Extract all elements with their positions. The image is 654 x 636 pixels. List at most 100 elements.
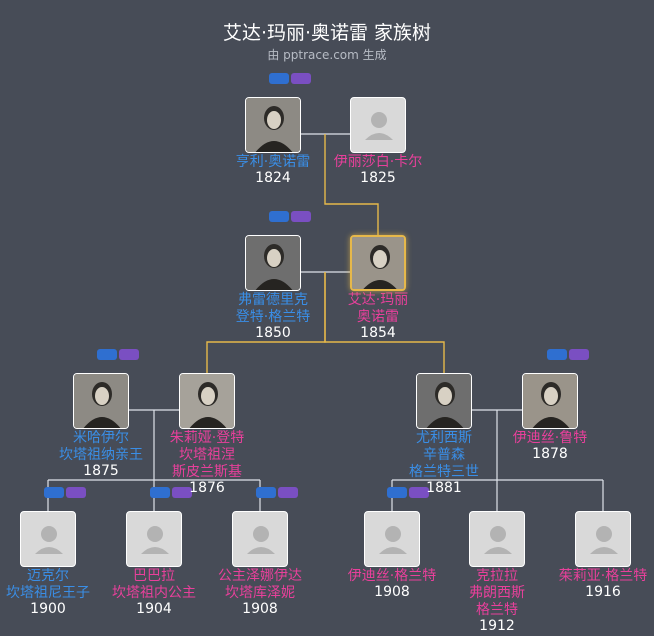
person-photo[interactable]	[245, 97, 301, 153]
person-placeholder-icon	[141, 526, 169, 554]
person-placeholder-icon	[365, 112, 393, 140]
portrait-photo-icon	[180, 374, 234, 428]
person-placeholder-icon	[379, 526, 407, 554]
person-photo[interactable]	[73, 373, 129, 429]
person-birth-year: 1875	[83, 463, 119, 479]
page-subtitle: 由 pptrace.com 生成	[267, 48, 387, 62]
person-birth-year: 1854	[360, 325, 396, 341]
person-name-line: 伊迪丝·鲁特	[512, 430, 588, 446]
person-name-line: 坎塔祖纳亲王	[59, 447, 143, 463]
portrait-photo-icon	[417, 374, 471, 428]
person-name-line: 坎塔祖涅	[179, 447, 235, 463]
person-birth-year: 1912	[479, 618, 515, 634]
expand-ancestors-toggle[interactable]	[256, 487, 276, 498]
person-photo[interactable]	[350, 235, 406, 291]
descent-line	[324, 272, 445, 373]
expand-ancestors-toggle[interactable]	[97, 349, 117, 360]
expand-spouse-toggle[interactable]	[291, 73, 311, 84]
person-birth-year: 1824	[255, 170, 291, 186]
expand-spouse-toggle[interactable]	[119, 349, 139, 360]
person-name-line: 弗雷德里克	[238, 292, 308, 308]
expand-ancestors-toggle[interactable]	[269, 73, 289, 84]
person-name-line: 辛普森	[423, 447, 465, 463]
person-birth-year: 1900	[30, 601, 66, 617]
person-name-line: 格兰特	[476, 602, 518, 618]
person-photo[interactable]	[245, 235, 301, 291]
person-name-line: 亨利·奥诺雷	[235, 154, 311, 170]
portrait-photo-icon	[74, 374, 128, 428]
descent-line	[324, 134, 379, 235]
person-name-line: 坎塔祖内公主	[112, 585, 196, 601]
expand-ancestors-toggle[interactable]	[387, 487, 407, 498]
person-birth-year: 1825	[360, 170, 396, 186]
person-name-line: 登特·格兰特	[235, 309, 311, 325]
person-photo[interactable]	[364, 511, 420, 567]
person-birth-year: 1878	[532, 446, 568, 462]
portrait-photo-icon	[246, 98, 300, 152]
person-placeholder-icon	[590, 526, 618, 554]
person-photo[interactable]	[575, 511, 631, 567]
person-birth-year: 1908	[374, 584, 410, 600]
person-photo[interactable]	[350, 97, 406, 153]
person-name-line: 奥诺雷	[357, 309, 399, 325]
person-photo[interactable]	[20, 511, 76, 567]
person-placeholder-icon	[247, 526, 275, 554]
person-birth-year: 1908	[242, 601, 278, 617]
person-birth-year: 1916	[585, 584, 621, 600]
person-birth-year: 1876	[189, 480, 225, 496]
person-name-line: 迈克尔	[27, 568, 69, 584]
person-name-line: 斯皮兰斯基	[172, 464, 242, 480]
expand-ancestors-toggle[interactable]	[150, 487, 170, 498]
person-name-line: 朱莉娅·登特	[169, 430, 245, 446]
person-photo[interactable]	[126, 511, 182, 567]
person-name-line: 弗朗西斯	[469, 585, 525, 601]
person-name-line: 格兰特三世	[409, 464, 479, 480]
expand-ancestors-toggle[interactable]	[44, 487, 64, 498]
person-photo[interactable]	[522, 373, 578, 429]
expand-spouse-toggle[interactable]	[172, 487, 192, 498]
person-photo[interactable]	[232, 511, 288, 567]
person-name-line: 巴巴拉	[133, 568, 175, 584]
page-title: 艾达·玛丽·奥诺雷 家族树	[222, 22, 432, 44]
person-birth-year: 1904	[136, 601, 172, 617]
expand-spouse-toggle[interactable]	[66, 487, 86, 498]
expand-spouse-toggle[interactable]	[569, 349, 589, 360]
portrait-photo-icon	[352, 237, 404, 289]
person-placeholder-icon	[35, 526, 63, 554]
person-name-line: 艾达·玛丽	[347, 292, 409, 308]
person-name-line: 公主泽娜伊达	[218, 568, 302, 584]
person-birth-year: 1850	[255, 325, 291, 341]
portrait-photo-icon	[246, 236, 300, 290]
person-name-line: 尤利西斯	[416, 430, 472, 446]
person-name-line: 伊迪丝·格兰特	[347, 568, 437, 584]
expand-ancestors-toggle[interactable]	[547, 349, 567, 360]
person-name-line: 克拉拉	[476, 568, 518, 584]
person-birth-year: 1881	[426, 480, 462, 496]
person-name-line: 米哈伊尔	[73, 430, 129, 446]
person-photo[interactable]	[469, 511, 525, 567]
expand-spouse-toggle[interactable]	[278, 487, 298, 498]
person-placeholder-icon	[484, 526, 512, 554]
person-photo[interactable]	[179, 373, 235, 429]
expand-ancestors-toggle[interactable]	[269, 211, 289, 222]
expand-spouse-toggle[interactable]	[409, 487, 429, 498]
person-photo[interactable]	[416, 373, 472, 429]
expand-spouse-toggle[interactable]	[291, 211, 311, 222]
person-name-line: 坎塔祖尼王子	[6, 585, 90, 601]
